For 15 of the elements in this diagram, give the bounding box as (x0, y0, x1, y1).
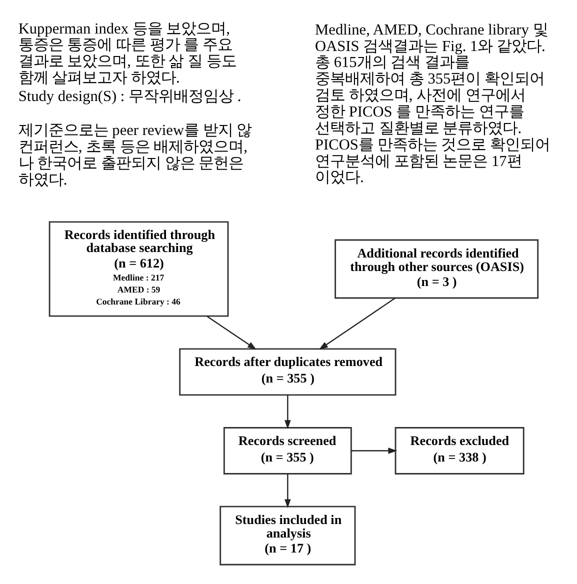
node-box: Studies included in analysis (n = 17 ) (220, 506, 356, 566)
label: 제기준으로는 peer review를 받지 않 컨퍼런스, 초록 등은 배제하였으며, 나 한국어로 출판되지 않은 문헌은 하였다. (18, 122, 252, 188)
arrow (284, 395, 291, 430)
node-box: Additional records identified through other sources (OASIS) (n = 3 ) (334, 239, 539, 299)
arrow (284, 474, 291, 508)
arrow (351, 448, 398, 454)
node-box: Records excluded (n = 338 ) (394, 427, 524, 474)
node-box: Records identified through database searching (n = 612) Medline : 217 AMED : 59 Cochrane Library : 46 (48, 221, 229, 317)
node-box: Records screened (n = 355 ) (223, 427, 352, 474)
label: Kupperman index 등을 보았으며, 통증은 통증에 따른 평가 를 주요 결과로 보았으며, 또한 삶 질 등도 함께 살펴보고자 하였다. (18, 20, 236, 87)
node-box: Records after duplicates removed (n = 355 ) (179, 348, 396, 396)
arrow (318, 298, 396, 350)
label: Study design(S) : 무작위배정임상 . (18, 88, 242, 106)
arrow (206, 316, 256, 350)
label: Medline, AMED, Cochrane library 및 OASIS 검색결과는 Fig. 1와 같았다. 총 615개의 검색 결과를 중복배제하여 총 355편이 확인되어 검토 하였으며, 사전에 연구에서 정한 PICOS 를 만족하는 연구를 선택하고 질환별로 분류하였다. PICOS를 만족하는 것으로 확인되어 연구분석에 포함된 논문은 17편 이었다. (315, 21, 550, 186)
